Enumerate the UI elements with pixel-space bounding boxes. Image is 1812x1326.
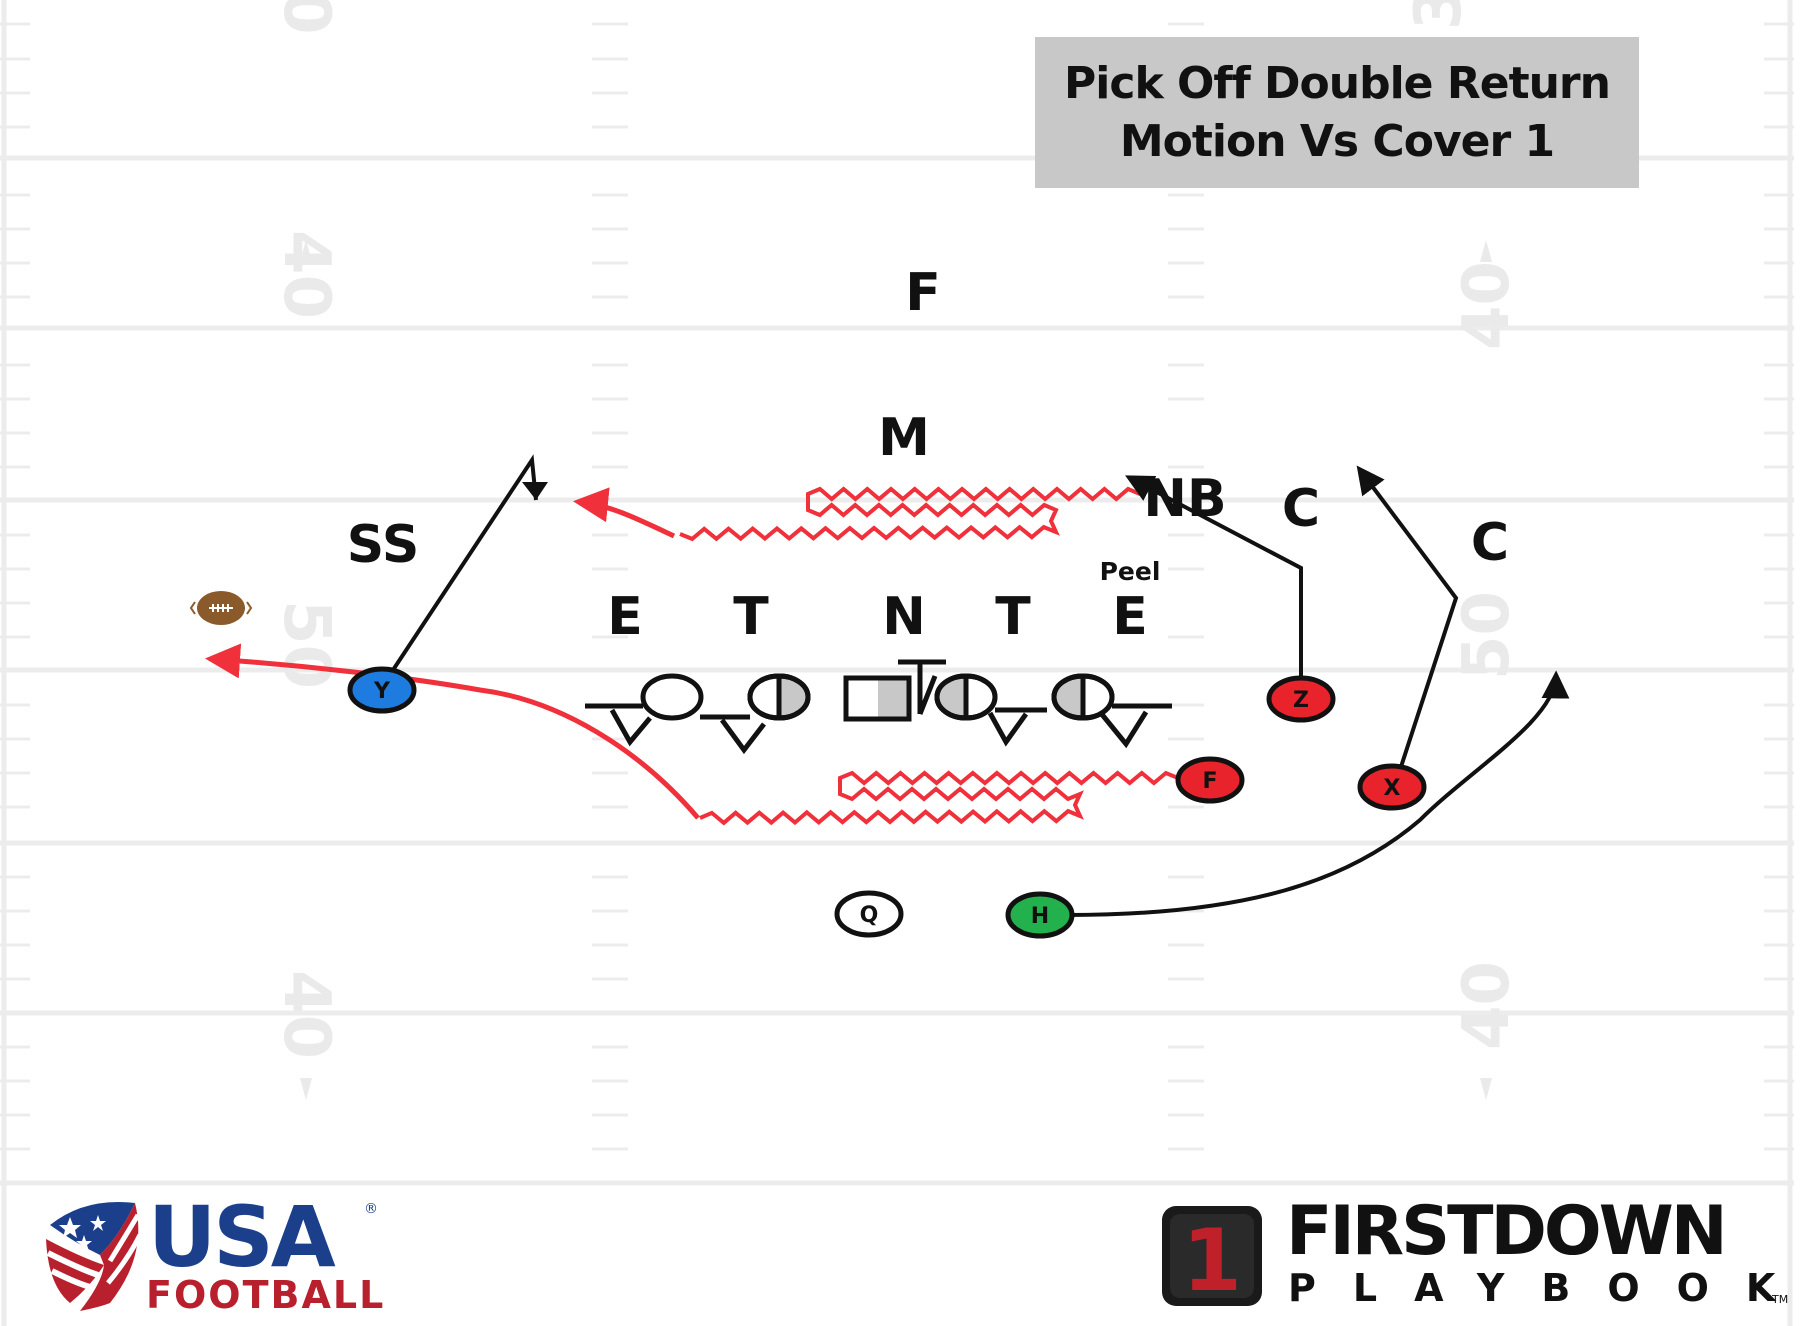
player-q: Q — [834, 890, 904, 938]
defender-t-left: T — [733, 587, 769, 647]
usa-wordmark: USA — [148, 1188, 336, 1286]
z-motion-route — [679, 486, 1141, 542]
firstdown-playbook-logo: 1 FIRSTDOWN PLAYBOOK TM — [1160, 1194, 1794, 1315]
firstdown-wordmark: FIRSTDOWN — [1286, 1192, 1728, 1271]
f-motion-route — [699, 770, 1179, 826]
svg-text:H: H — [1031, 904, 1049, 929]
yard-number: 40 — [269, 970, 343, 1059]
player-x: X — [1357, 763, 1427, 811]
defender-nb: NB — [1143, 469, 1226, 529]
defender-c-inside: C — [1282, 479, 1320, 539]
player-f: F — [1175, 756, 1245, 804]
hash-marks — [0, 22, 1794, 1151]
left-tackle — [640, 673, 704, 721]
yard-number: 50 — [269, 600, 343, 689]
yard-number: 50 — [1450, 591, 1524, 680]
title-line-2: Motion Vs Cover 1 — [1119, 115, 1555, 167]
z-route — [1125, 475, 1303, 692]
routes — [391, 454, 1570, 917]
svg-text:1: 1 — [1182, 1211, 1242, 1311]
svg-text:Q: Q — [860, 903, 879, 928]
offensive-line — [585, 659, 1172, 755]
defense: F M NB C C SS E T N T E — [347, 263, 1509, 647]
motion-routes — [205, 486, 1179, 826]
yard-number: 40 — [1450, 261, 1524, 350]
defender-e-left: E — [607, 587, 643, 647]
x-route — [1356, 465, 1459, 777]
trademark: TM — [1772, 1293, 1789, 1306]
yard-number: 40 — [1450, 961, 1524, 1050]
yard-number: 0 — [269, 0, 343, 35]
svg-text:Z: Z — [1293, 688, 1309, 713]
defender-n: N — [882, 587, 926, 647]
usa-football-emblem-icon — [46, 1201, 143, 1311]
route-label-peel: Peel — [1100, 557, 1161, 586]
svg-text:F: F — [1202, 769, 1217, 794]
playbook-wordmark: PLAYBOOK — [1288, 1266, 1812, 1310]
defender-e-right: E — [1112, 587, 1148, 647]
svg-text:X: X — [1384, 776, 1401, 801]
defender-t-right: T — [995, 587, 1031, 647]
yard-number: 3 — [1402, 0, 1476, 30]
svg-text:Y: Y — [373, 679, 391, 704]
z-return-route — [573, 487, 676, 539]
player-y: Y — [347, 666, 417, 714]
offense: Y Z F X H Q — [347, 666, 1427, 939]
defender-f: F — [905, 263, 941, 323]
player-z: Z — [1266, 675, 1336, 723]
defender-ss: SS — [347, 515, 420, 575]
firstdown-badge-icon: 1 — [1162, 1206, 1262, 1311]
football-wordmark: FOOTBALL — [146, 1273, 386, 1317]
play-title: Pick Off Double Return Motion Vs Cover 1 — [1035, 37, 1639, 188]
football-icon — [189, 591, 253, 625]
defender-m: M — [878, 408, 930, 468]
title-line-1: Pick Off Double Return — [1064, 57, 1611, 109]
registered-mark: ® — [364, 1201, 378, 1217]
y-route-red — [205, 643, 700, 820]
h-route — [1067, 670, 1570, 917]
yard-arrows — [300, 240, 1492, 1100]
usa-football-logo: USA ® FOOTBALL — [40, 1191, 400, 1320]
player-h: H — [1005, 891, 1075, 939]
defender-c-outside: C — [1471, 513, 1509, 573]
